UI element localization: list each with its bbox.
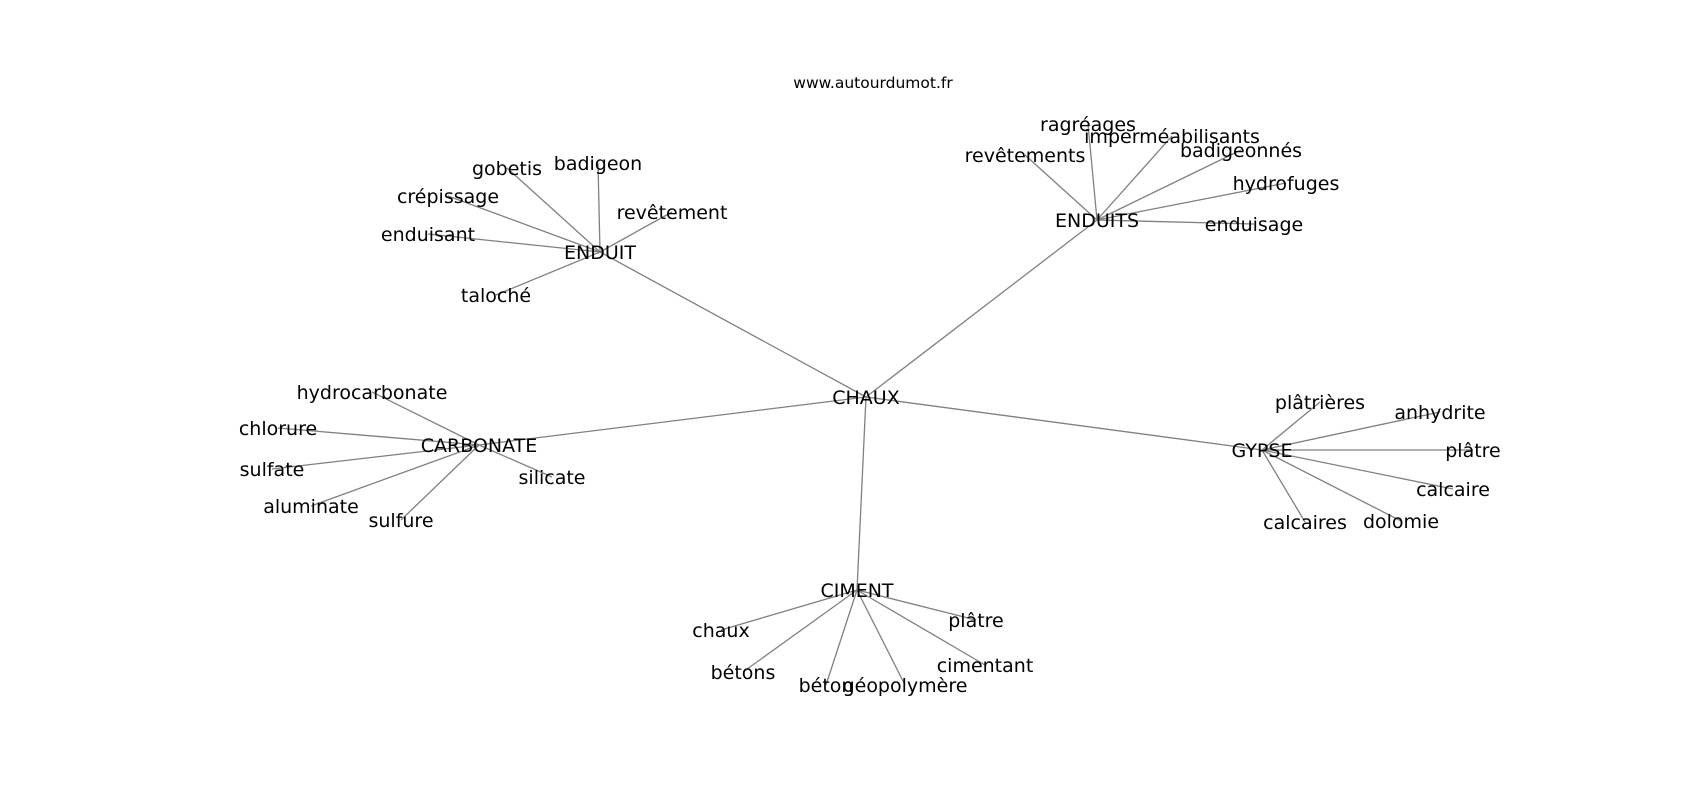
leaf-node: revêtement (617, 202, 728, 224)
leaf-node: sulfate (240, 459, 305, 481)
edge-enduits-leaf (1024, 154, 1098, 221)
edge-ciment-leaf (720, 589, 858, 631)
edge-ciment-leaf (856, 589, 906, 686)
edge-enduits-leaf (1096, 149, 1242, 221)
leaf-node: plâtre (948, 610, 1004, 632)
edge-ciment-leaf (856, 589, 977, 621)
leaf-node: chaux (692, 620, 749, 642)
edge-gypse-leaf (1261, 449, 1306, 523)
edge-enduit-leaf (597, 162, 601, 253)
root-node-label: CHAUX (832, 387, 899, 409)
leaf-node: anhydrite (1394, 402, 1485, 424)
leaf-node: cimentant (937, 655, 1034, 677)
leaf-node: enduisant (381, 224, 475, 246)
edge-gypse-leaf (1261, 449, 1454, 490)
graph-edges (271, 123, 1473, 686)
edge-root-enduit (599, 251, 867, 398)
leaf-node: enduisage (1205, 214, 1303, 236)
hub-node-enduit: ENDUIT (564, 242, 636, 264)
leaf-node: badigeon (554, 153, 642, 175)
edge-root-enduits (865, 219, 1098, 398)
leaf-node: gobetis (472, 158, 542, 180)
edge-enduit-leaf (599, 211, 673, 253)
leaf-node: plâtre (1445, 440, 1501, 462)
leaf-node: bétons (711, 662, 776, 684)
edge-enduit-leaf (506, 167, 601, 253)
edge-enduit-leaf (495, 251, 601, 296)
edge-carbonate-leaf (271, 444, 480, 470)
leaf-node: crépissage (397, 186, 499, 208)
edge-gypse-leaf (1261, 449, 1402, 522)
edge-root-gypse (865, 396, 1263, 451)
leaf-node: plâtrières (1275, 392, 1365, 414)
leaf-node: béton (799, 675, 854, 697)
leaf-node: hydrofuges (1233, 173, 1340, 195)
leaf-node: calcaire (1416, 479, 1490, 501)
hub-node-gypse: GYPSE (1232, 440, 1293, 462)
hub-node-ciment: CIMENT (820, 580, 893, 602)
leaf-node: ragréages (1040, 114, 1136, 136)
edge-enduits-leaf (1096, 135, 1173, 221)
leaf-node: sulfure (368, 510, 433, 532)
leaf-node: hydrocarbonate (297, 382, 448, 404)
edge-carbonate-leaf (371, 391, 480, 446)
graph-labels: www.autourdumot.fr CHAUX ENDUIT gobetis bad… (239, 74, 1501, 697)
leaf-node: aluminate (263, 496, 359, 518)
edge-enduits-leaf (1087, 123, 1098, 221)
edge-carbonate-leaf (277, 427, 480, 446)
edge-root-ciment (856, 396, 867, 591)
edge-enduit-leaf (447, 195, 601, 253)
edge-enduits-leaf (1096, 219, 1255, 225)
leaf-node: dolomie (1363, 511, 1439, 533)
edge-ciment-leaf (825, 589, 858, 686)
edge-gypse-leaf (1261, 401, 1321, 451)
leaf-node: géopolymère (843, 675, 968, 697)
edge-carbonate-leaf (400, 444, 480, 521)
hub-node-enduits: ENDUITS (1055, 210, 1139, 232)
edge-enduit-leaf (427, 233, 601, 253)
edge-ciment-leaf (742, 589, 858, 673)
edge-carbonate-leaf (310, 444, 480, 507)
edge-enduits-leaf (1096, 182, 1287, 221)
leaf-node: imperméabilisants (1084, 126, 1260, 148)
hub-node-carbonate: CARBONATE (421, 435, 537, 457)
edge-root-carbonate (478, 396, 867, 446)
edge-carbonate-leaf (478, 444, 553, 478)
source-watermark: www.autourdumot.fr (793, 74, 953, 92)
leaf-node: revêtements (965, 145, 1086, 167)
edge-ciment-leaf (856, 589, 986, 666)
leaf-node: taloché (461, 285, 531, 307)
leaf-node: badigeonnés (1180, 140, 1302, 162)
leaf-node: silicate (519, 467, 586, 489)
leaf-node: calcaires (1263, 512, 1347, 534)
leaf-node: chlorure (239, 418, 317, 440)
edge-gypse-leaf (1261, 411, 1441, 451)
